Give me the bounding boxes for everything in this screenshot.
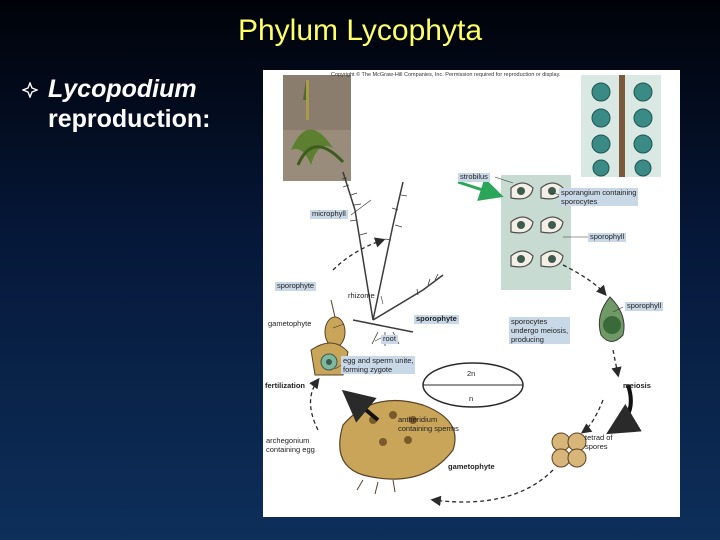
label-tetrad-line1: tetrad of [585, 433, 613, 442]
label-sporophyte-left: sporophyte [275, 281, 317, 291]
green-arrow [457, 178, 504, 201]
label-sporophyte-center: sporophyte [414, 314, 459, 324]
black-arrow-meiosis [606, 384, 642, 435]
label-root: root [381, 334, 398, 344]
label-gametophyte-bottom: gametophyte [448, 462, 495, 471]
bullet-line-1: Lycopodium [48, 75, 197, 103]
copyright-notice: Copyright © The McGraw-Hill Companies, I… [331, 72, 561, 78]
label-archegonium-line1: archegonium [266, 436, 310, 445]
lycopodium-life-cycle-figure: Copyright © The McGraw-Hill Companies, I… [263, 70, 680, 517]
label-egg-sperm-line1: egg and sperm unite, [343, 356, 414, 365]
label-sporocytes-line3: producing [511, 335, 544, 344]
label-microphyll: microphyll [310, 209, 348, 219]
label-tetrad: tetrad of spores [585, 433, 613, 451]
strobilus-photo [581, 75, 661, 177]
label-leaders [332, 176, 624, 370]
label-2n: 2n [467, 369, 476, 378]
label-meiosis: meiosis [623, 381, 651, 390]
label-archegonium-line2: containing egg [266, 445, 315, 454]
label-sporangium-line1: sporangium containing [561, 188, 637, 197]
label-fertilization: fertilization [265, 381, 306, 390]
black-arrow [341, 389, 380, 423]
diamond-bullet-icon [22, 82, 38, 98]
label-gametophyte-left: gametophyte [268, 319, 312, 328]
label-sporocytes-line1: sporocytes [511, 317, 548, 326]
label-sporophyll-right: sporophyll [625, 301, 664, 311]
cycle-arrows [309, 237, 622, 507]
label-antheridium-line2: containing sperms [398, 424, 459, 433]
bullet-text: Lycopodium reproduction: [48, 74, 263, 134]
label-sporangium: sporangium containing sporocytes [559, 188, 639, 206]
label-sporocytes-line2: undergo meiosis, [511, 326, 569, 335]
sporophyll-capsule [598, 296, 625, 342]
life-cycle-drawing [283, 75, 661, 507]
label-rhizome: rhizome [348, 291, 375, 300]
label-strobilus: strobilus [458, 172, 490, 182]
slide-title: Phylum Lycophyta [237, 14, 482, 47]
label-egg-sperm-line2: forming zygote [343, 365, 393, 374]
sporophyte-plant [341, 171, 444, 346]
label-archegonium: archegonium containing egg [266, 436, 315, 454]
label-antheridium: antheridium containing sperms [398, 415, 459, 433]
label-sporocytes-meiosis: sporocytes undergo meiosis, producing [509, 317, 571, 344]
label-tetrad-line2: spores [585, 442, 608, 451]
label-n: n [469, 394, 474, 403]
label-antheridium-line1: antheridium [398, 415, 438, 424]
bullet-line-2: reproduction: [48, 105, 211, 133]
plant-photo [283, 75, 351, 181]
label-sporangium-line2: sporocytes [561, 197, 598, 206]
label-egg-sperm: egg and sperm unite, forming zygote [341, 356, 416, 374]
gametophyte-small [324, 299, 346, 348]
spore-tetrad [551, 432, 587, 468]
label-sporophyll-top: sporophyll [588, 232, 627, 242]
